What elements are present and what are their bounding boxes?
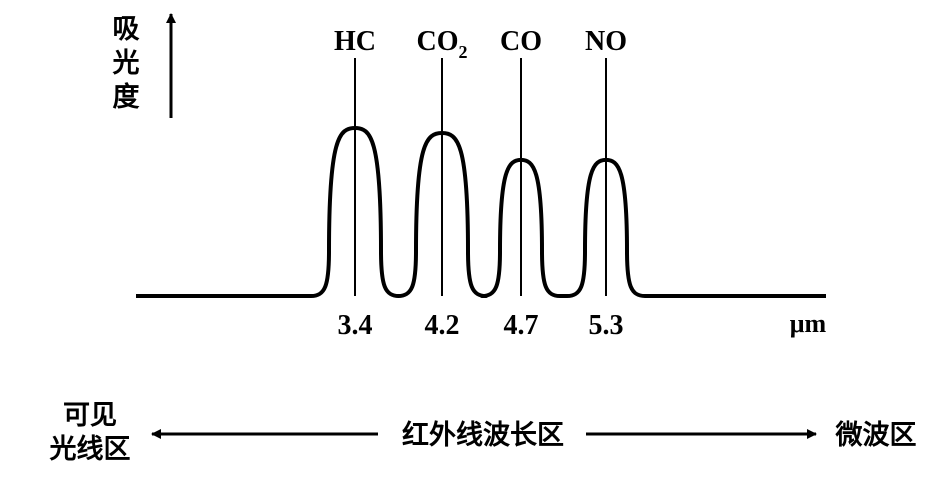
ylabel-char-3: 度 — [113, 81, 140, 113]
peak-label-co2: CO2 — [417, 26, 468, 62]
spectrum-curve — [136, 126, 826, 298]
tick-label-4-7: 4.7 — [504, 310, 539, 341]
peak-lines — [354, 58, 607, 296]
peak-label-co: CO — [500, 26, 542, 57]
peak-label-hc: HC — [334, 26, 376, 57]
x-unit-label: μm — [790, 309, 827, 338]
tick-label-5-3: 5.3 — [589, 310, 624, 341]
visible-light-label-line2: 光线区 — [49, 434, 131, 465]
visible-light-label-line1: 可见 — [63, 400, 117, 431]
ylabel-char-1: 吸 — [113, 14, 140, 45]
microwave-region-label: 微波区 — [835, 420, 917, 451]
tick-label-3-4: 3.4 — [338, 310, 373, 341]
infrared-region-label: 红外线波长区 — [402, 419, 564, 451]
tick-label-4-2: 4.2 — [425, 310, 460, 341]
peak-label-no: NO — [585, 26, 627, 57]
ylabel-char-2: 光 — [112, 48, 140, 79]
